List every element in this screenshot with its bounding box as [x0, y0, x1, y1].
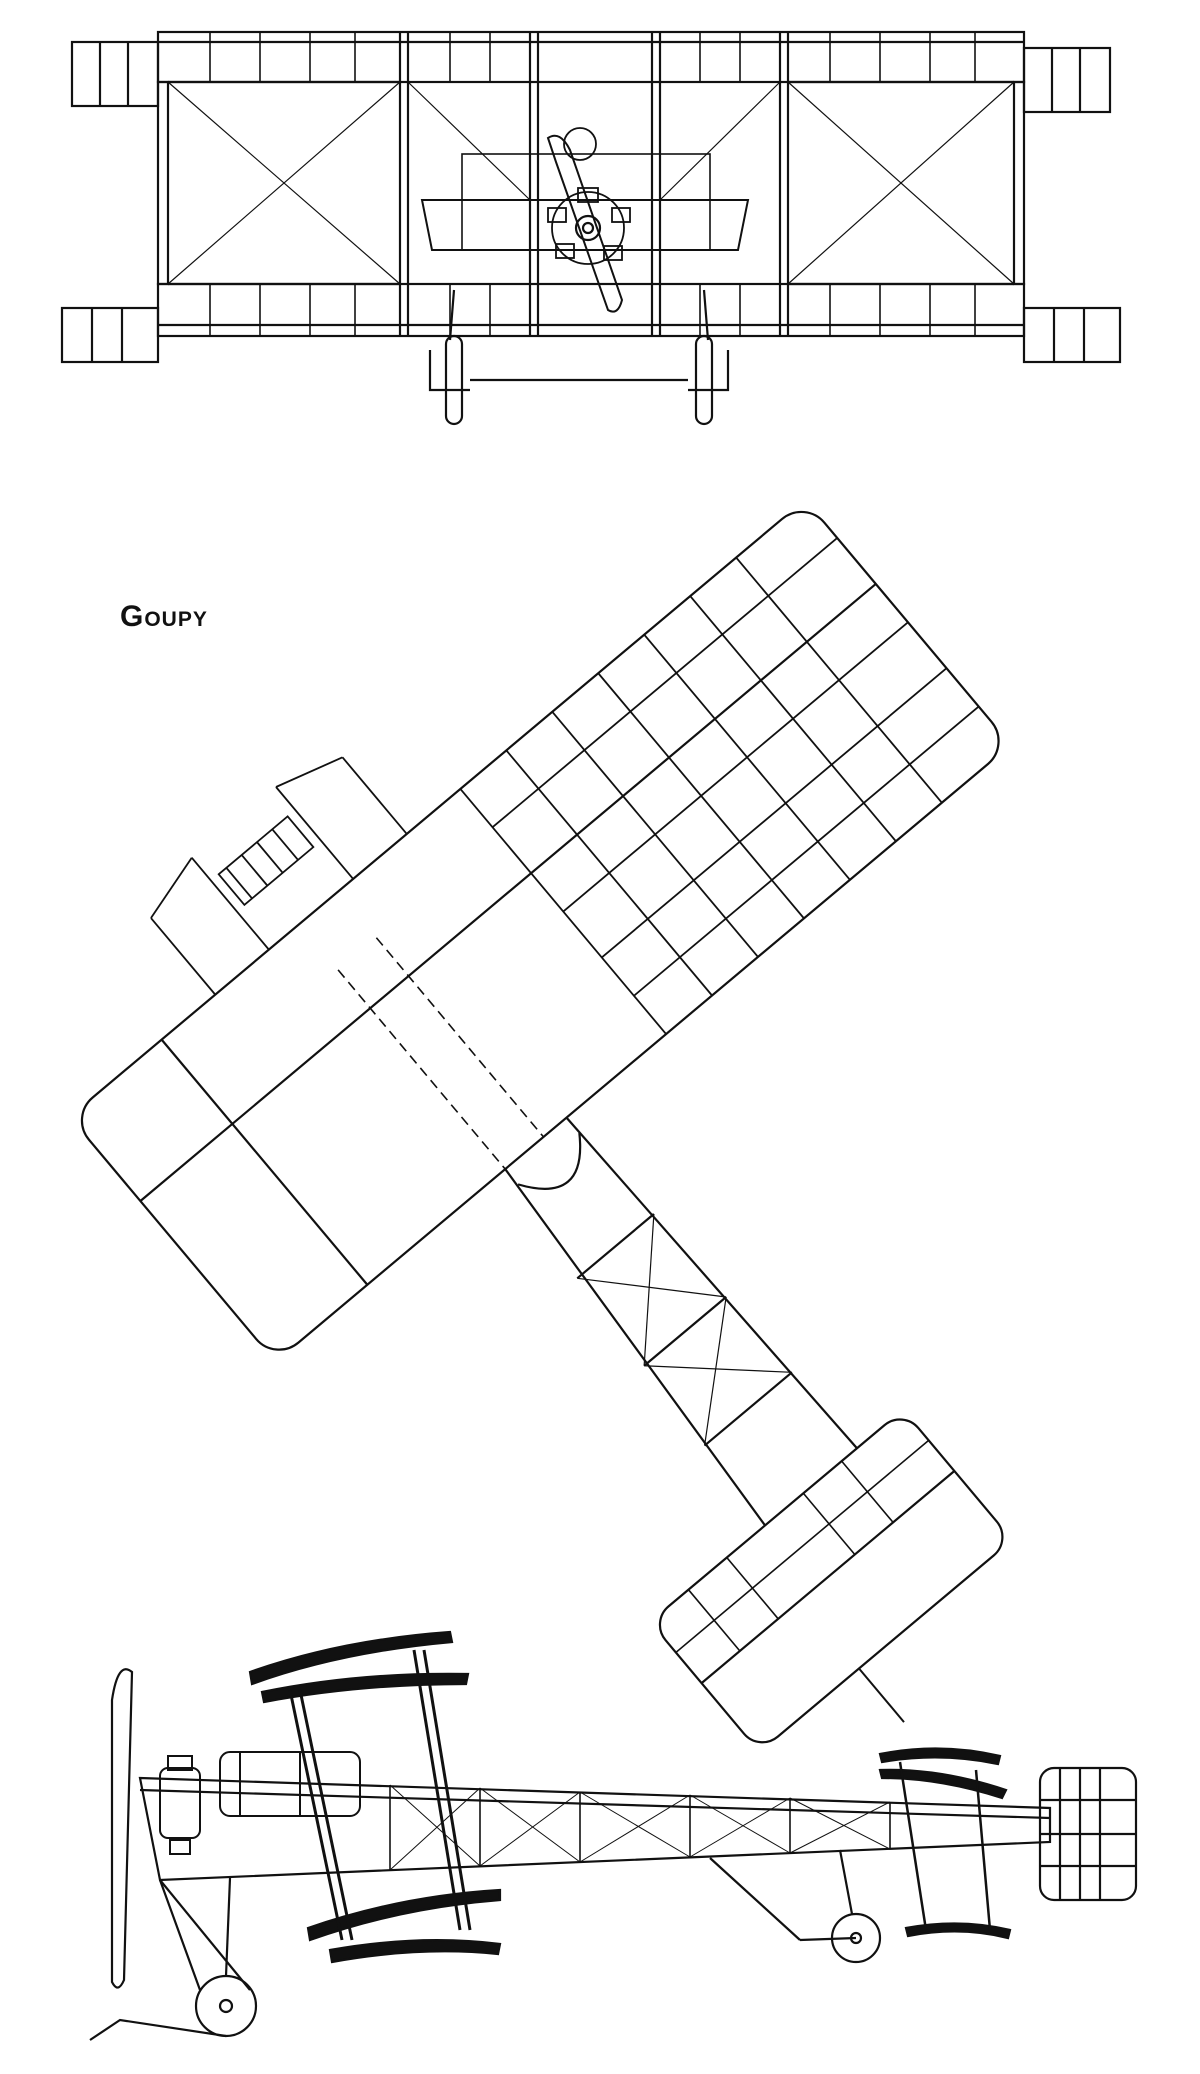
landing-gear-front: [428, 289, 730, 426]
aileron-left-upper: [70, 40, 160, 108]
side-view: [89, 1630, 1138, 2041]
upper-wing: [156, 30, 1026, 84]
plan-view: [80, 510, 1004, 1744]
tail-wings-side: [878, 1747, 1138, 1940]
landing-gear-side: [89, 1849, 882, 2041]
engine-plan: [150, 756, 408, 996]
aileron-left-lower: [60, 306, 160, 364]
aileron-right-lower: [1022, 306, 1122, 364]
fuselage-side: [138, 1776, 1052, 1882]
aileron-right-upper: [1022, 46, 1112, 114]
engine-front: [547, 127, 631, 265]
main-wings-side: [248, 1630, 502, 1964]
lower-wing: [156, 282, 1026, 338]
tailplane-plan: [658, 1418, 1004, 1744]
fuselage-plan: [504, 1116, 858, 1527]
propeller-side: [110, 1668, 134, 1989]
propeller-front: [546, 134, 624, 313]
front-view: [60, 30, 1122, 426]
drawing-title: Goupy: [120, 600, 208, 633]
main-wing-plan: [80, 510, 1000, 1351]
